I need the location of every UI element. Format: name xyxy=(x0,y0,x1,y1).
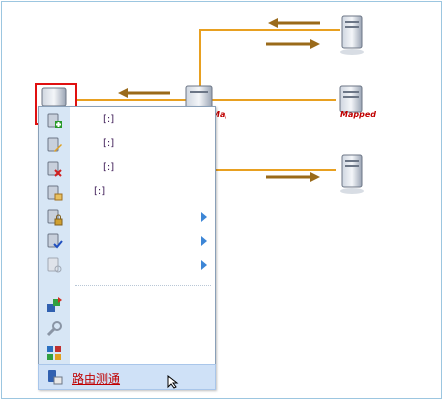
context-menu[interactable]: [:] [:] [:] [:] xyxy=(38,106,216,390)
route-test-icon xyxy=(48,370,63,385)
add-server-icon xyxy=(47,113,62,128)
menu-item-wrench[interactable] xyxy=(39,317,215,341)
mapped-label-right: Mapped xyxy=(340,110,376,119)
disabled-server-icon xyxy=(47,257,62,273)
server-node-bottom-right[interactable] xyxy=(340,154,364,194)
grid-tool-icon xyxy=(47,346,61,360)
menu-item-delete-label: [:] xyxy=(103,162,115,173)
menu-item-route-test[interactable]: 路由测通 xyxy=(38,364,216,390)
menu-item-disabled[interactable] xyxy=(39,253,215,277)
server-node-top-right[interactable] xyxy=(340,15,364,55)
lock-server-icon xyxy=(47,209,63,226)
menu-item-edit-label: [:] xyxy=(103,138,115,149)
menu-item-properties[interactable]: [:] xyxy=(39,181,215,205)
check-server-icon xyxy=(47,233,63,249)
submenu-arrow-icon xyxy=(201,260,207,270)
server-node-center[interactable] xyxy=(185,85,213,109)
link-top xyxy=(199,29,340,86)
menu-icon-gutter xyxy=(39,107,70,389)
submenu-arrow-icon xyxy=(201,236,207,246)
menu-item-add-label: [:] xyxy=(103,114,115,125)
menu-item-grid-tool[interactable] xyxy=(39,341,215,365)
canvas-frame xyxy=(1,1,442,399)
menu-item-route-test-label: 路由测通 xyxy=(72,372,121,386)
delete-server-icon xyxy=(47,161,62,177)
menu-separator xyxy=(75,285,211,286)
network-refresh-icon xyxy=(47,297,62,312)
menu-item-lock[interactable] xyxy=(39,205,215,229)
mapped-label-center: Mapped xyxy=(212,110,226,119)
submenu-arrow-icon xyxy=(201,212,207,222)
menu-item-delete[interactable]: [:] xyxy=(39,157,215,181)
menu-item-add[interactable]: [:] xyxy=(39,109,215,133)
arrow-left-middle xyxy=(118,88,170,98)
edit-server-icon xyxy=(47,137,62,152)
arrow-left-top xyxy=(268,18,320,28)
arrow-right-bottom xyxy=(266,172,320,182)
server-node-middle-right[interactable] xyxy=(339,85,363,113)
menu-item-check[interactable] xyxy=(39,229,215,253)
arrow-right-top xyxy=(266,39,320,49)
menu-item-network-refresh[interactable] xyxy=(39,293,215,317)
mouse-cursor-icon xyxy=(167,375,179,389)
properties-server-icon xyxy=(47,185,63,201)
menu-item-properties-label: [:] xyxy=(94,186,106,197)
traffic-arrows xyxy=(118,18,320,182)
menu-item-edit[interactable]: [:] xyxy=(39,133,215,157)
wrench-icon xyxy=(46,321,62,337)
